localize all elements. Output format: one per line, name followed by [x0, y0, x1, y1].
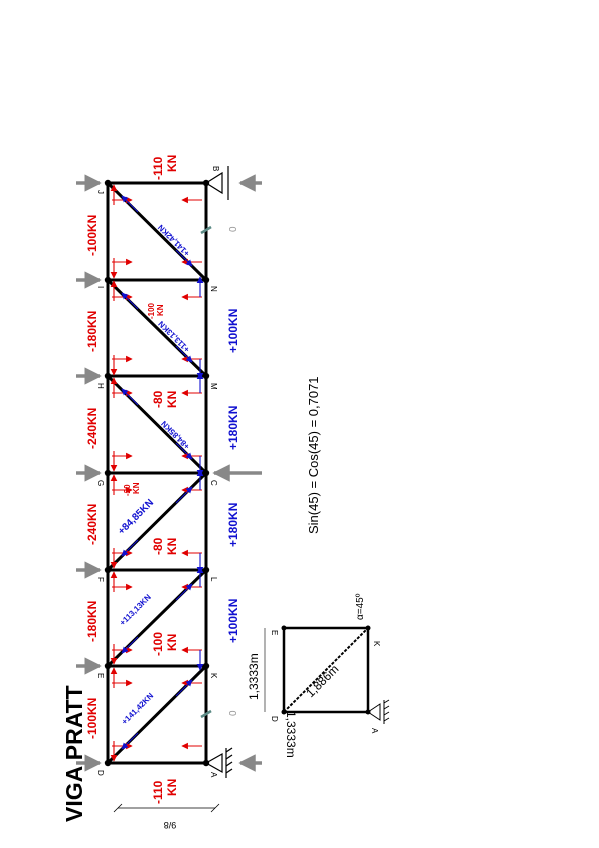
- force-HI: -180KN: [85, 311, 99, 352]
- roller-support-B: [204, 166, 229, 200]
- zero-force-labels: 0 0: [228, 226, 239, 716]
- force-HM-value: -80: [151, 390, 165, 408]
- tension-arrows: [121, 195, 204, 750]
- force-NB: 0: [228, 226, 239, 232]
- force-EK-unit: KN: [165, 634, 179, 651]
- force-MI: +113,13KN: [156, 319, 191, 354]
- node-G: G: [96, 480, 105, 486]
- page-title: VIGA PRATT: [61, 685, 87, 822]
- zero-force-ticks: [200, 225, 212, 719]
- vertical-forces: -100 KN -80 KN -20 KN -80 KN -100 KN: [123, 302, 179, 656]
- force-GC-value: -20: [123, 484, 132, 496]
- force-DE: -100KN: [85, 698, 99, 739]
- force-GH: -240KN: [85, 408, 99, 449]
- applied-loads: [76, 174, 262, 772]
- detail-width: 1,3333m: [284, 711, 298, 758]
- force-EL: +113,13KN: [118, 592, 153, 627]
- node-J: J: [96, 190, 105, 194]
- force-AK: 0: [228, 710, 239, 716]
- force-FL-unit: KN: [165, 538, 179, 555]
- force-GC-unit: KN: [132, 482, 141, 494]
- force-EF: -180KN: [85, 601, 99, 642]
- node-D: D: [96, 770, 105, 776]
- force-IN-unit: KN: [156, 304, 165, 316]
- end-vertical-forces: -110 KN -110 KN: [151, 155, 179, 804]
- node-A: A: [209, 772, 218, 778]
- force-DA-value: -110: [151, 780, 165, 804]
- geometry-detail: D E A K 1,3333m 1,3333m 1,886m α=45º: [247, 593, 390, 758]
- force-LC: +180KN: [226, 503, 240, 547]
- node-F: F: [96, 577, 105, 582]
- trig-formula: Sin(45) = Cos(45) = 0,7071: [306, 376, 321, 534]
- force-HM-unit: KN: [165, 391, 179, 408]
- node-N: N: [209, 286, 218, 292]
- force-JB-value: -110: [151, 156, 165, 180]
- force-IN-value: -100: [147, 302, 156, 319]
- detail-node-E: E: [270, 630, 279, 635]
- span-label: 9/8: [164, 820, 177, 830]
- span-dimension: 9/8: [113, 803, 220, 830]
- detail-height: 1,3333m: [247, 653, 261, 700]
- force-EK-value: -100: [151, 632, 165, 656]
- pin-support-A: [204, 747, 233, 778]
- node-E: E: [96, 673, 105, 678]
- detail-node-K: K: [372, 641, 381, 647]
- force-FC: +84,85KN: [116, 497, 156, 537]
- force-JB-unit: KN: [165, 155, 179, 172]
- detail-node-D: D: [270, 716, 279, 722]
- detail-angle: α=45º: [355, 593, 366, 620]
- truss-joints: [104, 179, 210, 767]
- force-IJ: -100KN: [85, 215, 99, 256]
- truss-members: [106, 181, 208, 765]
- node-L: L: [209, 577, 218, 582]
- node-M: M: [209, 383, 218, 390]
- node-K: K: [209, 673, 218, 679]
- force-CM: +180KN: [226, 406, 240, 450]
- node-C: C: [209, 480, 218, 486]
- force-FL-value: -80: [151, 537, 165, 555]
- force-NJ: +141,42KN: [156, 223, 191, 258]
- force-KL: +100KN: [226, 599, 240, 643]
- detail-diagonal: 1,886m: [303, 662, 341, 700]
- force-FG: -240KN: [85, 504, 99, 545]
- force-MN: +100KN: [226, 309, 240, 353]
- detail-node-A: A: [370, 728, 379, 734]
- force-DA-unit: KN: [165, 779, 179, 796]
- bottom-chord-forces: +100KN +180KN +180KN +100KN: [226, 309, 240, 643]
- force-CH: +84,85KN: [159, 419, 191, 451]
- node-I: I: [96, 286, 105, 288]
- node-B: B: [211, 166, 220, 171]
- top-chord-forces: -100KN -180KN -240KN -240KN -180KN -100K…: [85, 215, 99, 739]
- node-H: H: [96, 383, 105, 389]
